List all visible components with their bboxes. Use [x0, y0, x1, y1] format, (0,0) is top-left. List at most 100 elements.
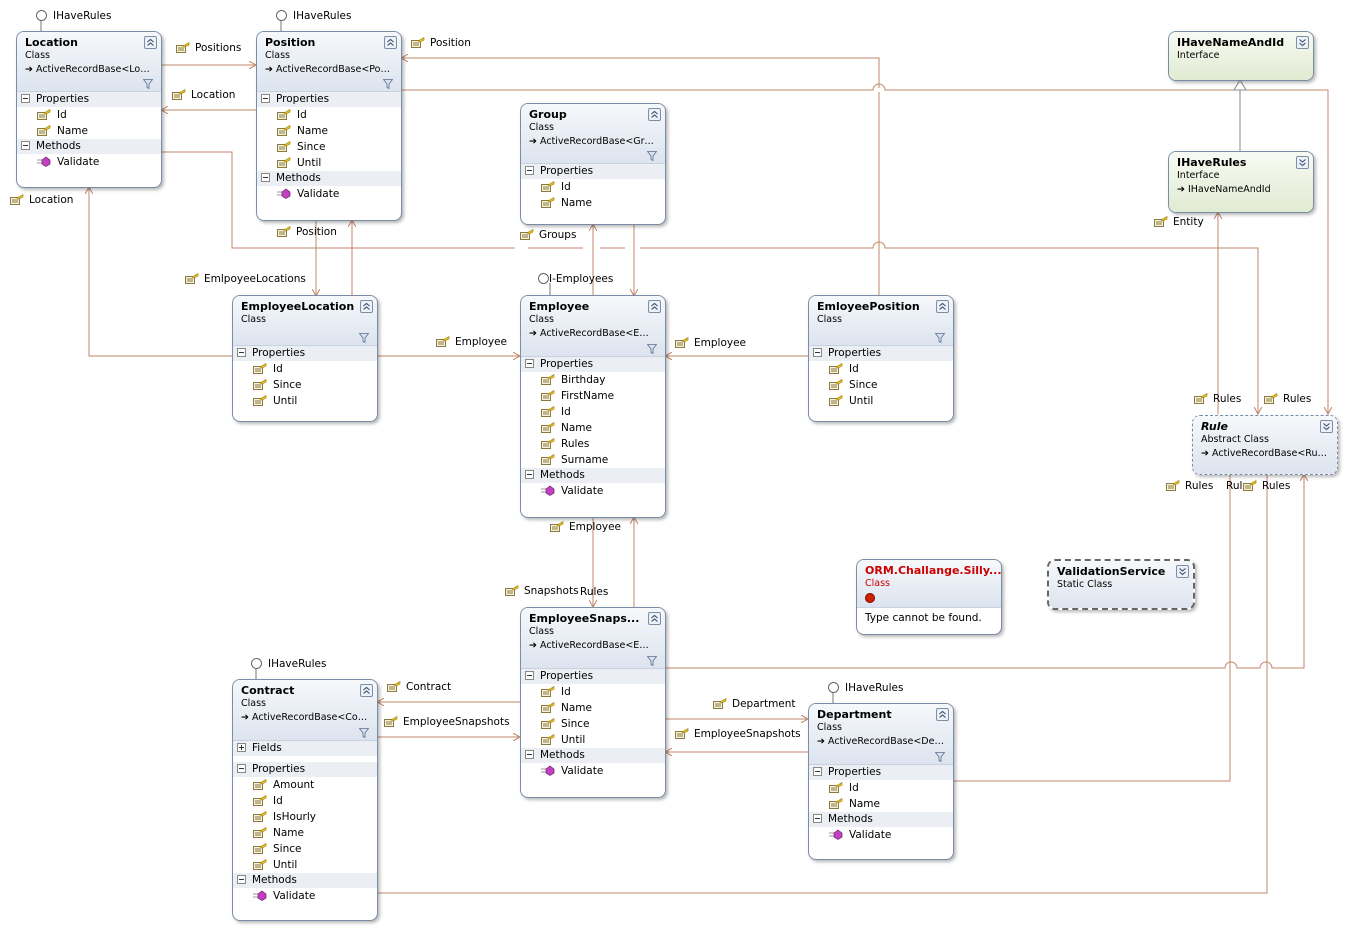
shape-header[interactable]: EmployeeLocation Class [233, 296, 377, 346]
member-property[interactable]: Id [233, 793, 377, 809]
class-shape-emloyeeposition[interactable]: EmloyeePosition Class Properties Id Sinc… [808, 295, 954, 422]
member-property[interactable]: Id [17, 107, 161, 123]
expand-toggle-icon[interactable] [1176, 565, 1189, 578]
member-property[interactable]: Id [257, 107, 401, 123]
member-property[interactable]: Id [233, 361, 377, 377]
assoc-label-rules[interactable]: Rules [1243, 479, 1290, 493]
collapse-toggle-icon[interactable] [360, 684, 373, 697]
collapse-toggle-icon[interactable] [144, 36, 157, 49]
collapse-box-icon[interactable] [525, 469, 534, 479]
shape-header[interactable]: EmloyeePosition Class [809, 296, 953, 346]
shape-header[interactable]: Employee Class ➔ ActiveRecordBase<Empl..… [521, 296, 665, 357]
member-property[interactable]: Name [521, 420, 665, 436]
section-properties[interactable]: Properties [521, 669, 665, 684]
collapse-toggle-icon[interactable] [936, 708, 949, 721]
static-class-shape-validationservice[interactable]: ValidationService Static Class [1047, 559, 1195, 610]
member-property[interactable]: FirstName [521, 388, 665, 404]
class-shape-department[interactable]: Department Class ➔ ActiveRecordBase<Dep.… [808, 703, 954, 860]
assoc-label-positions[interactable]: Positions [176, 41, 241, 55]
member-method[interactable]: Validate [17, 154, 161, 170]
member-property[interactable]: Until [809, 393, 953, 409]
collapse-box-icon[interactable] [237, 763, 246, 773]
assoc-label-department[interactable]: Department [713, 697, 796, 711]
collapse-box-icon[interactable] [237, 874, 246, 884]
member-property[interactable]: Until [257, 155, 401, 171]
shape-header[interactable]: EmployeeSnaps... Class ➔ ActiveRecordBas… [521, 608, 665, 669]
section-methods[interactable]: Methods [521, 748, 665, 763]
member-property[interactable]: Amount [233, 777, 377, 793]
class-shape-contract[interactable]: Contract Class ➔ ActiveRecordBase<Contr.… [232, 679, 378, 921]
collapse-box-icon[interactable] [237, 347, 246, 357]
class-shape-employeesnapshot[interactable]: EmployeeSnaps... Class ➔ ActiveRecordBas… [520, 607, 666, 798]
section-properties[interactable]: Properties [809, 346, 953, 361]
shape-header[interactable]: IHaveNameAndId Interface [1169, 32, 1313, 80]
member-property[interactable]: Since [233, 377, 377, 393]
assoc-label-employeesnapshots[interactable]: EmployeeSnapshots [675, 727, 801, 741]
assoc-label-employee[interactable]: Employee [675, 336, 746, 350]
collapse-toggle-icon[interactable] [936, 300, 949, 313]
abstract-class-shape-rule[interactable]: Rule Abstract Class ➔ ActiveRecordBase<R… [1192, 415, 1338, 475]
assoc-label-employeesnapshots[interactable]: EmployeeSnapshots [384, 715, 510, 729]
section-properties[interactable]: Properties [809, 765, 953, 780]
member-property[interactable]: Name [233, 825, 377, 841]
shape-header[interactable]: ORM.Challange.Silly... Class [857, 560, 1001, 608]
section-properties[interactable]: Properties [521, 164, 665, 179]
assoc-label-entity[interactable]: Entity [1154, 215, 1204, 229]
member-property[interactable]: Since [233, 841, 377, 857]
collapse-toggle-icon[interactable] [648, 612, 661, 625]
assoc-label-employee[interactable]: Employee [436, 335, 507, 349]
assoc-label-position[interactable]: Position [411, 36, 471, 50]
collapse-box-icon[interactable] [813, 766, 822, 776]
section-methods[interactable]: Methods [233, 873, 377, 888]
member-property[interactable]: Since [521, 716, 665, 732]
member-property[interactable]: Since [257, 139, 401, 155]
expand-toggle-icon[interactable] [1296, 156, 1309, 169]
section-methods[interactable]: Methods [257, 171, 401, 186]
shape-header[interactable]: Position Class ➔ ActiveRecordBase<Posit.… [257, 32, 401, 92]
member-property[interactable]: Until [233, 393, 377, 409]
member-property[interactable]: Since [809, 377, 953, 393]
interface-shape-ihaverules[interactable]: IHaveRules Interface ➔ IHaveNameAndId [1168, 151, 1314, 213]
collapse-box-icon[interactable] [525, 749, 534, 759]
expand-toggle-icon[interactable] [1320, 420, 1333, 433]
member-property[interactable]: Until [521, 732, 665, 748]
member-method[interactable]: Validate [521, 483, 665, 499]
shape-header[interactable]: Contract Class ➔ ActiveRecordBase<Contr.… [233, 680, 377, 741]
member-property[interactable]: Surname [521, 452, 665, 468]
member-property[interactable]: IsHourly [233, 809, 377, 825]
shape-header[interactable]: Rule Abstract Class ➔ ActiveRecordBase<R… [1193, 416, 1337, 474]
expand-toggle-icon[interactable] [1296, 36, 1309, 49]
member-property[interactable]: Id [521, 684, 665, 700]
member-property[interactable]: Name [521, 195, 665, 211]
section-properties[interactable]: Properties [521, 357, 665, 372]
class-shape-position[interactable]: Position Class ➔ ActiveRecordBase<Posit.… [256, 31, 402, 221]
section-fields[interactable]: Fields [233, 741, 377, 756]
assoc-label-rules[interactable]: Rul [1226, 480, 1243, 492]
assoc-label-location[interactable]: Location [10, 193, 73, 207]
collapse-box-icon[interactable] [21, 93, 30, 103]
collapse-toggle-icon[interactable] [648, 108, 661, 121]
section-properties[interactable]: Properties [233, 346, 377, 361]
assoc-label-employee[interactable]: Employee [550, 520, 621, 534]
collapse-box-icon[interactable] [21, 140, 30, 150]
section-methods[interactable]: Methods [809, 812, 953, 827]
collapse-box-icon[interactable] [261, 172, 270, 182]
expand-box-icon[interactable] [237, 742, 246, 752]
class-shape-employee[interactable]: Employee Class ➔ ActiveRecordBase<Empl..… [520, 295, 666, 518]
shape-header[interactable]: Group Class ➔ ActiveRecordBase<Grou... [521, 104, 665, 164]
missing-type-shape[interactable]: ORM.Challange.Silly... Class Type cannot… [856, 559, 1002, 635]
class-shape-location[interactable]: Location Class ➔ ActiveRecordBase<Loca..… [16, 31, 162, 188]
collapse-box-icon[interactable] [261, 93, 270, 103]
member-property[interactable]: Name [17, 123, 161, 139]
assoc-label-groups[interactable]: Groups [520, 228, 576, 242]
member-property[interactable]: Until [233, 857, 377, 873]
assoc-label-rules[interactable]: Rules [1166, 479, 1213, 493]
interface-shape-ihavenameandid[interactable]: IHaveNameAndId Interface [1168, 31, 1314, 81]
member-property[interactable]: Birthday [521, 372, 665, 388]
member-property[interactable]: Id [809, 361, 953, 377]
section-properties[interactable]: Properties [17, 92, 161, 107]
member-method[interactable]: Validate [521, 763, 665, 779]
shape-header[interactable]: ValidationService Static Class [1049, 561, 1193, 608]
collapse-box-icon[interactable] [525, 358, 534, 368]
assoc-label-position[interactable]: Position [277, 225, 337, 239]
